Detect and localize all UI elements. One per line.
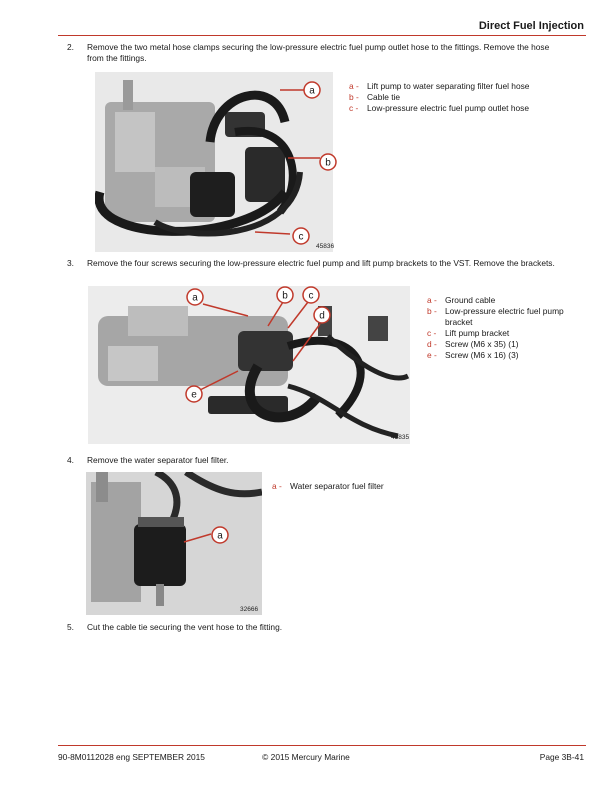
- svg-text:a: a: [309, 86, 315, 97]
- svg-text:e: e: [191, 390, 197, 401]
- legend-item: e -Screw (M6 x 16) (3): [427, 350, 519, 360]
- callout-e: e: [185, 385, 203, 403]
- svg-text:a: a: [192, 293, 198, 304]
- step-5: 5. Cut the cable tie securing the vent h…: [67, 622, 557, 633]
- step-text: Cut the cable tie securing the vent hose…: [87, 622, 283, 632]
- figure-legend: a -Water separator fuel filter: [272, 481, 472, 492]
- callout-b: b: [276, 286, 294, 304]
- callout-a: a: [211, 526, 229, 544]
- step-text: Remove the two metal hose clamps securin…: [87, 42, 550, 63]
- legend-item: d -Screw (M6 x 35) (1): [427, 339, 519, 349]
- svg-text:c: c: [299, 232, 304, 243]
- callout-a: a: [303, 81, 321, 99]
- footer-rule: [58, 745, 586, 746]
- step-text: Remove the water separator fuel filter.: [87, 455, 229, 465]
- step-4: 4. Remove the water separator fuel filte…: [67, 455, 557, 466]
- step-2: 2. Remove the two metal hose clamps secu…: [67, 42, 557, 64]
- figure-number: 32666: [240, 606, 259, 613]
- svg-text:b: b: [282, 291, 288, 302]
- figure-number: 45836: [316, 243, 335, 250]
- legend-item: b -Cable tie: [349, 92, 401, 102]
- callout-c: c: [302, 286, 320, 304]
- svg-text:c: c: [309, 291, 314, 302]
- figure-photo-water-separator: [86, 472, 262, 615]
- legend-item: c -Lift pump bracket: [427, 328, 510, 338]
- legend-item: c -Low-pressure electric fuel pump outle…: [349, 103, 529, 113]
- header-title: Direct Fuel Injection: [478, 20, 584, 32]
- legend-item: a -Ground cable: [427, 295, 496, 305]
- figure-photo-fuel-pump-hoses: [95, 72, 333, 252]
- legend-item: a -Water separator fuel filter: [272, 481, 384, 491]
- step-number: 2.: [67, 42, 74, 52]
- step-number: 5.: [67, 622, 74, 632]
- legend-item: a -Lift pump to water separating filter …: [349, 81, 530, 91]
- callout-d: d: [313, 306, 331, 324]
- legend-item: b -Low-pressure electric fuel pump brack…: [427, 306, 564, 327]
- footer-copyright: © 2015 Mercury Marine: [262, 752, 350, 762]
- step-number: 3.: [67, 258, 74, 268]
- callout-b: b: [319, 153, 337, 171]
- figure-legend: a -Lift pump to water separating filter …: [349, 81, 569, 114]
- footer-doc-id: 90-8M0112028 eng SEPTEMBER 2015: [58, 752, 205, 762]
- header-rule: [58, 35, 586, 36]
- step-number: 4.: [67, 455, 74, 465]
- svg-text:a: a: [217, 531, 223, 542]
- figure-legend: a -Ground cable b -Low-pressure electric…: [427, 295, 587, 361]
- callout-c: c: [292, 227, 310, 245]
- step-3: 3. Remove the four screws securing the l…: [67, 258, 557, 269]
- svg-text:d: d: [319, 311, 325, 322]
- callout-a: a: [186, 288, 204, 306]
- figure-photo-pump-brackets: [88, 286, 410, 444]
- figure-number: 45835: [391, 434, 410, 441]
- footer-page-number: Page 3B-41: [539, 752, 584, 762]
- svg-text:b: b: [325, 158, 331, 169]
- step-text: Remove the four screws securing the low-…: [87, 258, 555, 268]
